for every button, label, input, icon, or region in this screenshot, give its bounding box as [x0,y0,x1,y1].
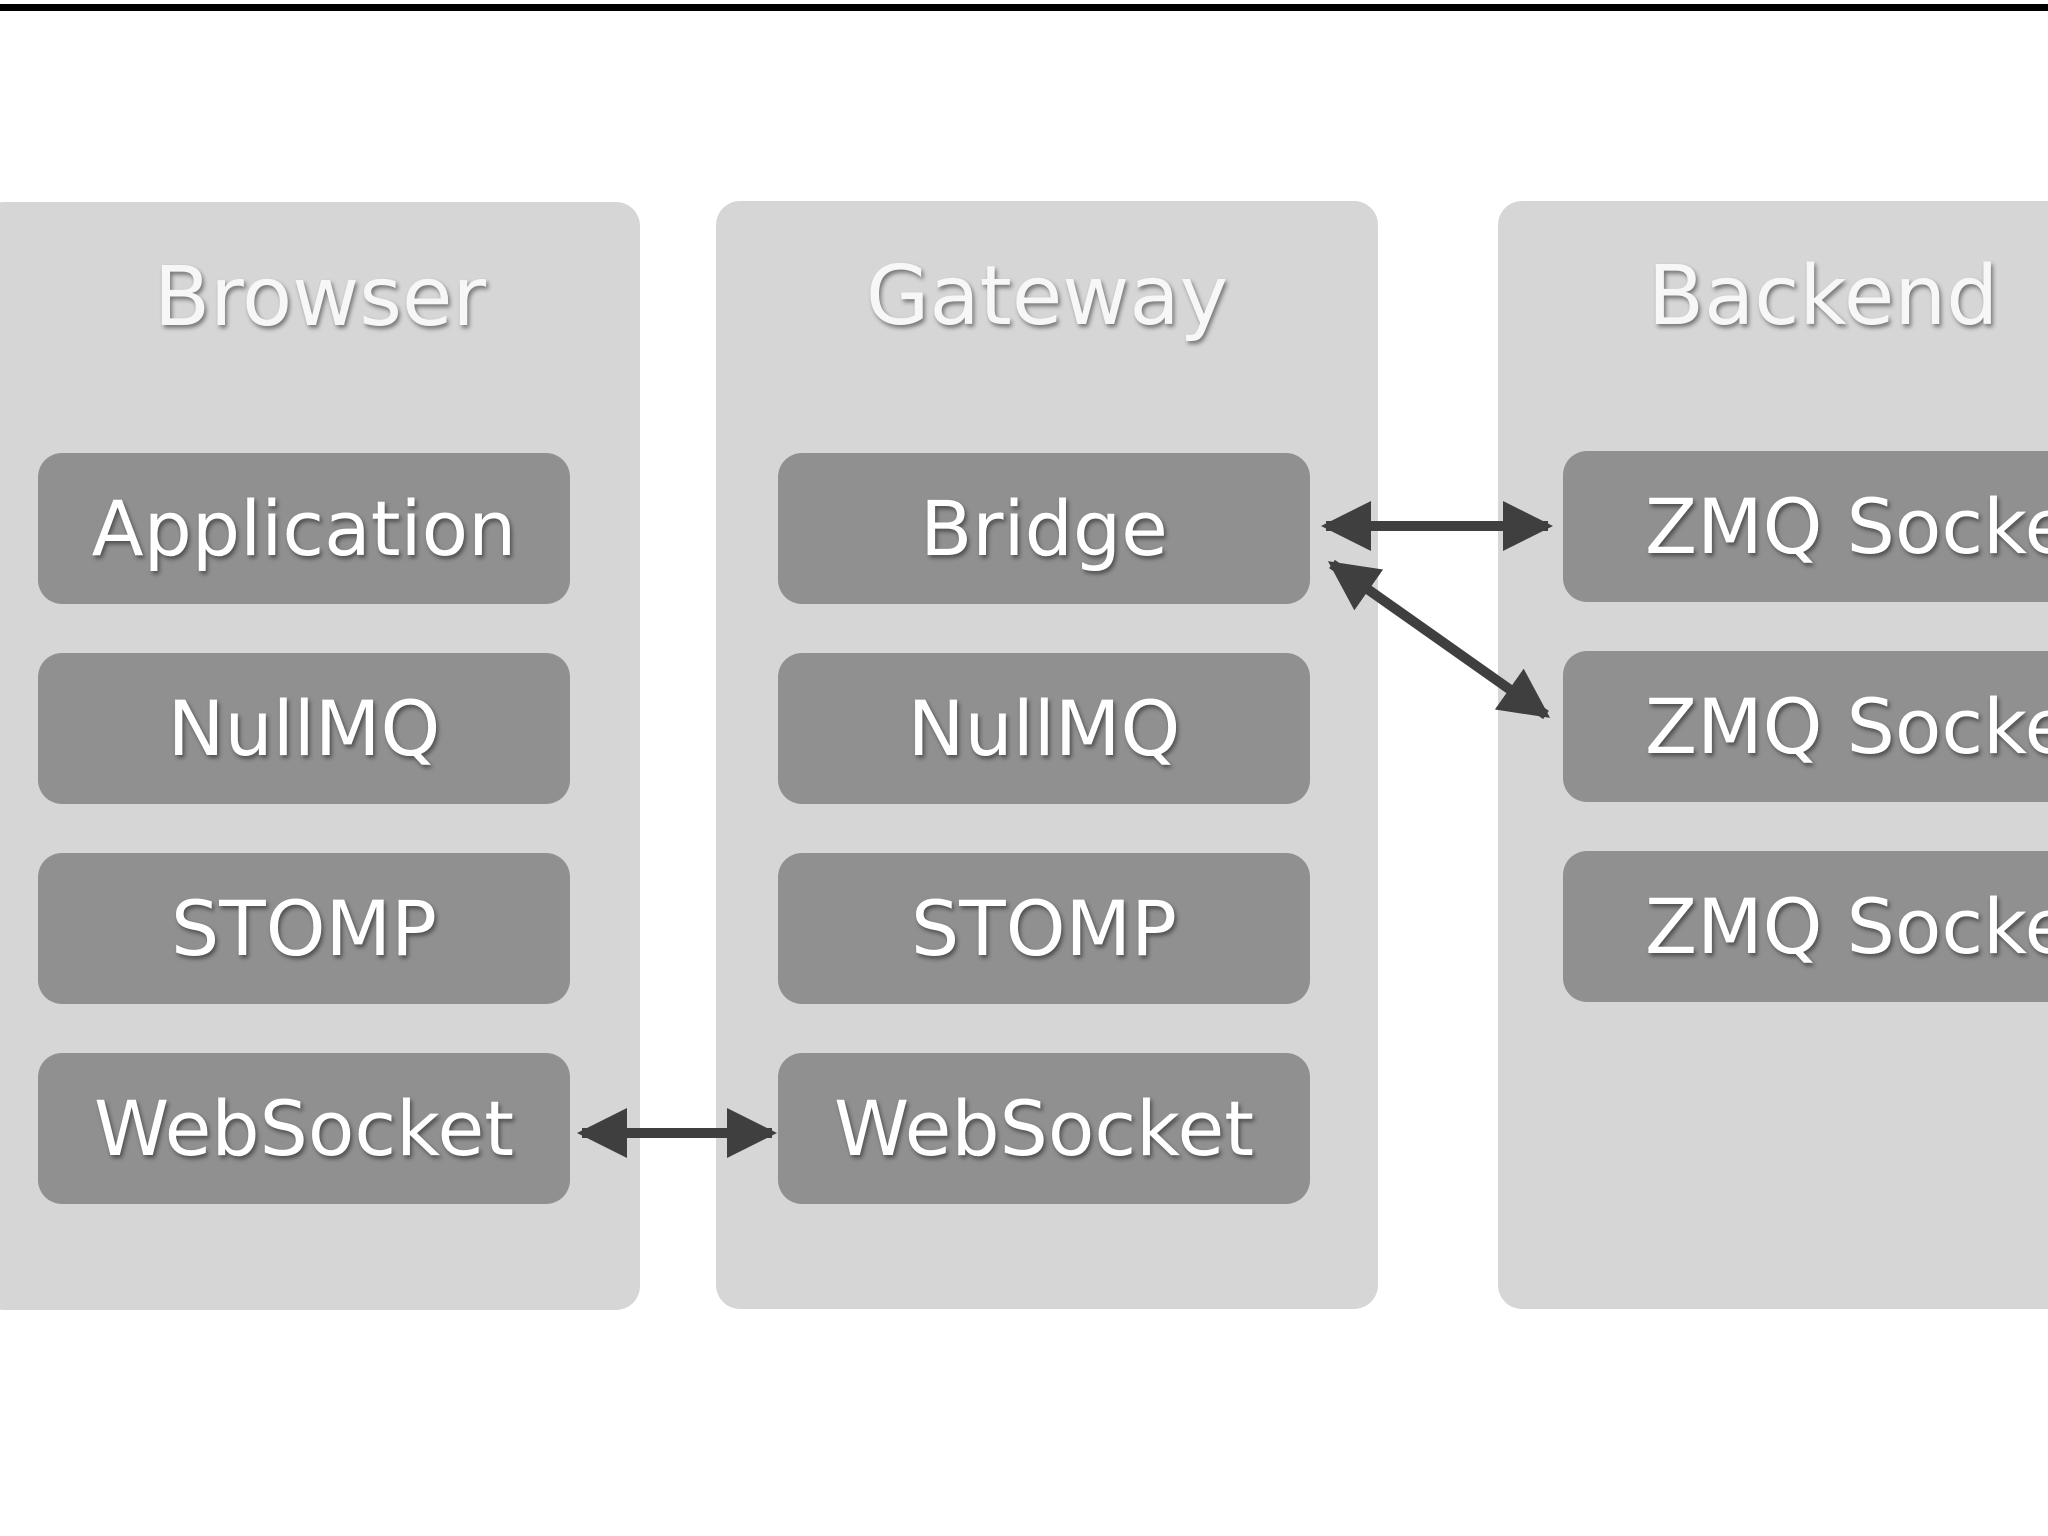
browser-title: Browser [153,250,487,345]
gateway-nullmq-layer[interactable]: NullMQ [778,653,1310,804]
backend-zmq-socket-1[interactable]: ZMQ Socket [1563,451,2048,602]
backend-zmq-socket-3[interactable]: ZMQ Socket [1563,851,2048,1002]
top-rule [0,4,2048,11]
backend-title: Backend [1647,249,1999,344]
browser-websocket-layer[interactable]: WebSocket [38,1053,570,1204]
gateway-title: Gateway [865,249,1229,344]
gateway-websocket-layer[interactable]: WebSocket [778,1053,1310,1204]
browser-nullmq-layer[interactable]: NullMQ [38,653,570,804]
browser-stomp-layer[interactable]: STOMP [38,853,570,1004]
browser-application-layer[interactable]: Application [38,453,570,604]
gateway-bridge-layer[interactable]: Bridge [778,453,1310,604]
backend-zmq-socket-2[interactable]: ZMQ Socket [1563,651,2048,802]
gateway-stomp-layer[interactable]: STOMP [778,853,1310,1004]
